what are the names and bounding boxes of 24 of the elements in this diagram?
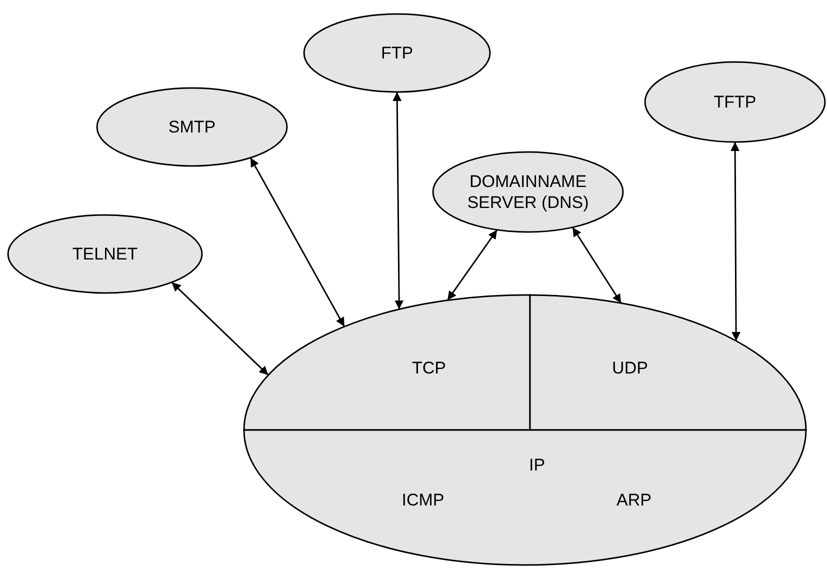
protocol-label: UDP: [612, 357, 648, 379]
protocol-layer-region: [244, 430, 806, 565]
protocol-ellipse: [304, 14, 490, 92]
protocol-ellipse: [97, 88, 287, 166]
protocol-ellipse: [645, 62, 825, 142]
protocol-layer-region: [530, 295, 806, 430]
protocol-label: ICMP: [402, 489, 444, 511]
protocol-label: SMTP: [168, 116, 216, 138]
protocol-label: FTP: [380, 42, 414, 64]
protocol-label: IP: [528, 454, 546, 476]
double-headed-arrow: [572, 226, 622, 304]
double-headed-arrow: [446, 229, 498, 301]
protocol-label: DOMAINNAME SERVER (DNS): [466, 170, 590, 214]
double-headed-arrow: [392, 92, 404, 310]
double-headed-arrow: [250, 157, 346, 327]
protocol-ellipse: [8, 215, 202, 293]
protocol-label: TFTP: [714, 91, 756, 113]
protocol-label: TCP: [412, 357, 446, 379]
double-headed-arrow: [730, 142, 741, 341]
double-headed-arrow: [171, 282, 269, 376]
protocol-label: ARP: [616, 489, 652, 511]
protocol-layer-region: [244, 295, 530, 430]
protocol-label: TELNET: [72, 243, 138, 265]
protocol-ellipse: [433, 152, 623, 232]
